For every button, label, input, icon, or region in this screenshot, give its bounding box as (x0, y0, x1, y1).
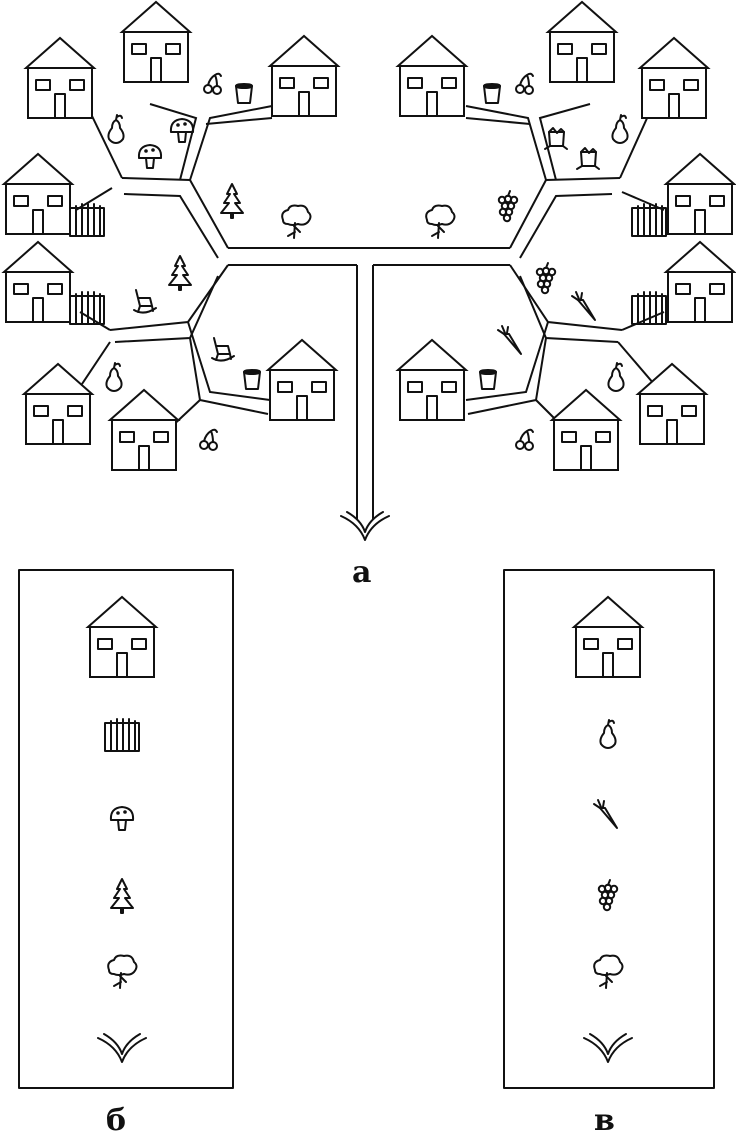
fir-tree-icon (220, 183, 244, 219)
stump-icon (576, 147, 600, 170)
house-icon (665, 153, 735, 235)
house-icon (397, 35, 467, 117)
panel-a-label: а (352, 555, 372, 590)
cherry-icon (515, 428, 534, 451)
carrot-icon (593, 799, 618, 829)
fence-icon (104, 718, 140, 752)
panel-b-frame (18, 569, 234, 1089)
mushroom-icon (137, 144, 163, 169)
mushroom-icon (109, 806, 135, 831)
fir-tree-icon (168, 255, 192, 291)
rocking-chair-icon (133, 289, 157, 314)
houses-right (397, 1, 735, 471)
house-icon (639, 37, 709, 119)
bucket-icon (479, 369, 497, 390)
pear-icon (611, 114, 629, 144)
carrot-icon (571, 291, 596, 321)
house-icon (267, 339, 337, 421)
house-icon (547, 1, 617, 83)
grapes-icon (597, 879, 619, 912)
bucket-icon (483, 83, 501, 104)
panel-c-label: в (594, 1103, 615, 1138)
broadleaf-tree-icon (107, 954, 138, 989)
fork-icon (583, 1033, 633, 1063)
fork-icon (97, 1033, 147, 1063)
house-icon (87, 596, 157, 678)
house-icon (109, 389, 179, 471)
stump-icon (544, 127, 568, 150)
panel-b-sequence (87, 596, 157, 1063)
house-icon (269, 35, 339, 117)
fir-tree-icon (110, 878, 134, 914)
grapes-icon (535, 262, 557, 295)
panel-c-sequence (573, 596, 643, 1063)
cherry-icon (199, 428, 218, 451)
panel-b-label: б (106, 1103, 127, 1138)
fence-icon (69, 203, 105, 237)
fence-icon (69, 291, 105, 325)
house-icon (23, 363, 93, 445)
grapes-icon (497, 190, 519, 223)
panel-c-frame (503, 569, 715, 1089)
pear-icon (599, 719, 617, 749)
fork-icon (340, 511, 390, 541)
house-icon (573, 596, 643, 678)
road-network (75, 103, 665, 520)
broadleaf-tree-icon (593, 954, 624, 989)
house-icon (551, 389, 621, 471)
fence-icon (631, 203, 667, 237)
pear-icon (105, 362, 123, 392)
house-icon (665, 241, 735, 323)
bucket-icon (235, 83, 253, 104)
house-icon (3, 241, 73, 323)
pear-icon (607, 362, 625, 392)
house-icon (121, 1, 191, 83)
rocking-chair-icon (211, 337, 235, 362)
bucket-icon (243, 369, 261, 390)
cherry-icon (515, 72, 534, 95)
house-icon (25, 37, 95, 119)
broadleaf-tree-icon (425, 204, 456, 239)
carrot-icon (497, 325, 522, 355)
house-icon (3, 153, 73, 235)
pear-icon (107, 114, 125, 144)
broadleaf-tree-icon (281, 204, 312, 239)
fence-icon (631, 291, 667, 325)
cherry-icon (203, 72, 222, 95)
house-icon (397, 339, 467, 421)
